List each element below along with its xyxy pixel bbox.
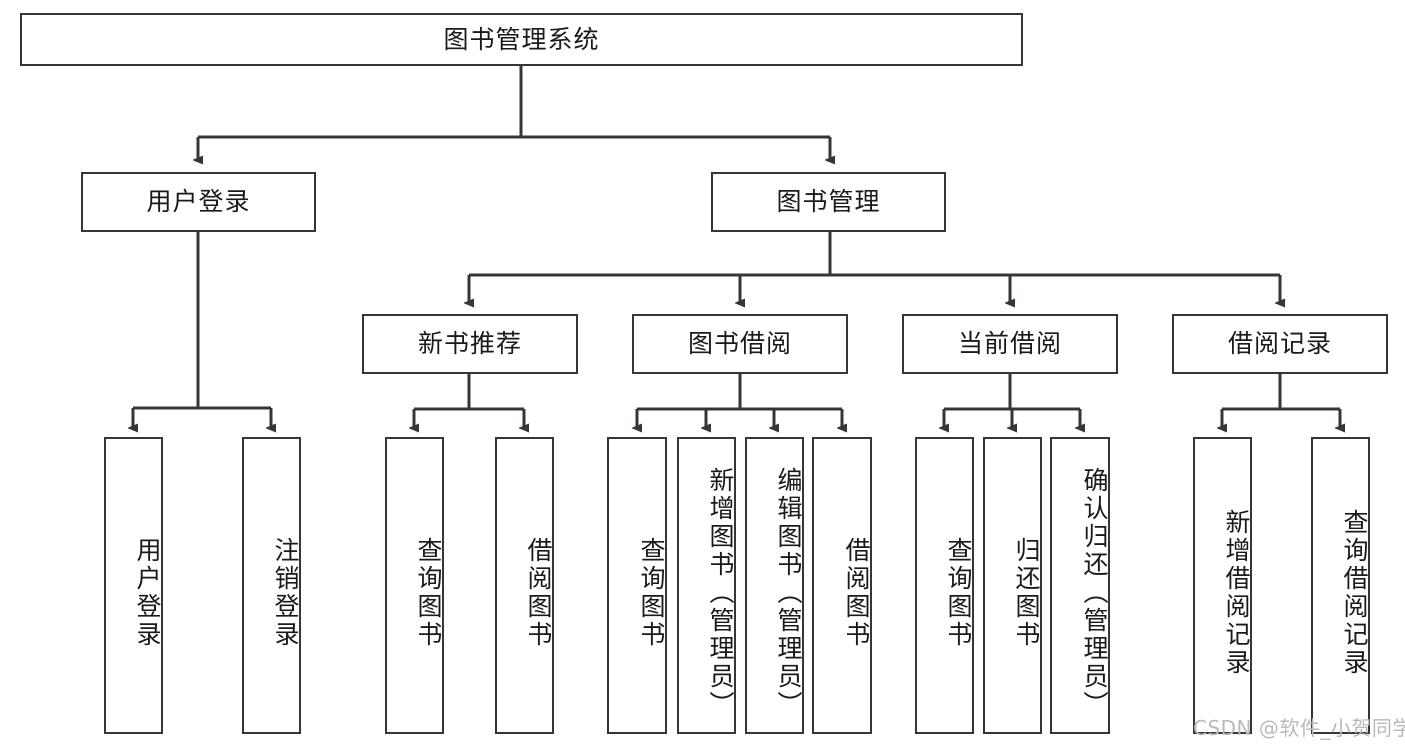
node-label: 查询图书 bbox=[414, 536, 443, 649]
node-label: 图书管理 bbox=[776, 187, 881, 217]
node-label: 借阅记录 bbox=[1227, 329, 1332, 359]
leaf-new-book-borrow[interactable]: 借阅图书 bbox=[495, 437, 554, 734]
leaf-borrow-record-add[interactable]: 新增借阅记录 bbox=[1193, 437, 1252, 734]
leaf-current-borrow-return[interactable]: 归还图书 bbox=[983, 437, 1042, 734]
node-label: 图书借阅 bbox=[687, 329, 792, 359]
node-label: 借阅图书 bbox=[842, 536, 871, 649]
node-borrow-record[interactable]: 借阅记录 bbox=[1172, 314, 1388, 374]
leaf-book-borrow-add[interactable]: 新增图书（管理员） bbox=[677, 437, 736, 734]
node-label: 查询图书 bbox=[637, 536, 666, 649]
node-label: 借阅图书 bbox=[524, 536, 553, 649]
node-label: 图书管理系统 bbox=[443, 24, 600, 54]
node-label: 确认归还（管理员） bbox=[1080, 466, 1109, 719]
node-label: 新书推荐 bbox=[417, 329, 522, 359]
node-user-login[interactable]: 用户登录 bbox=[81, 172, 316, 232]
node-label: 用户登录 bbox=[146, 187, 251, 217]
leaf-book-borrow-edit[interactable]: 编辑图书（管理员） bbox=[745, 437, 804, 734]
node-label: 新增图书（管理员） bbox=[706, 466, 735, 719]
node-label: 注销登录 bbox=[271, 536, 300, 649]
node-current-borrow[interactable]: 当前借阅 bbox=[902, 314, 1118, 374]
node-root-system[interactable]: 图书管理系统 bbox=[20, 13, 1023, 66]
node-label: 查询图书 bbox=[944, 536, 973, 649]
node-label: 归还图书 bbox=[1012, 536, 1041, 649]
leaf-book-borrow-borrow[interactable]: 借阅图书 bbox=[812, 437, 872, 734]
leaf-borrow-record-query[interactable]: 查询借阅记录 bbox=[1311, 437, 1370, 734]
node-book-management[interactable]: 图书管理 bbox=[711, 172, 946, 232]
leaf-user-login-login[interactable]: 用户登录 bbox=[104, 437, 163, 734]
node-label: 编辑图书（管理员） bbox=[774, 466, 803, 719]
leaf-user-login-logout[interactable]: 注销登录 bbox=[242, 437, 301, 734]
node-label: 用户登录 bbox=[133, 536, 162, 649]
leaf-book-borrow-query[interactable]: 查询图书 bbox=[607, 437, 667, 734]
node-new-book-recommend[interactable]: 新书推荐 bbox=[362, 314, 578, 374]
node-label: 当前借阅 bbox=[957, 329, 1062, 359]
node-label: 查询借阅记录 bbox=[1340, 508, 1369, 677]
leaf-new-book-query[interactable]: 查询图书 bbox=[385, 437, 444, 734]
leaf-current-borrow-confirm-return[interactable]: 确认归还（管理员） bbox=[1050, 437, 1110, 734]
leaf-current-borrow-query[interactable]: 查询图书 bbox=[915, 437, 974, 734]
node-label: 新增借阅记录 bbox=[1222, 508, 1251, 677]
csdn-watermark: CSDN @软件_小贺同学 bbox=[1193, 716, 1405, 740]
node-book-borrow[interactable]: 图书借阅 bbox=[632, 314, 848, 374]
